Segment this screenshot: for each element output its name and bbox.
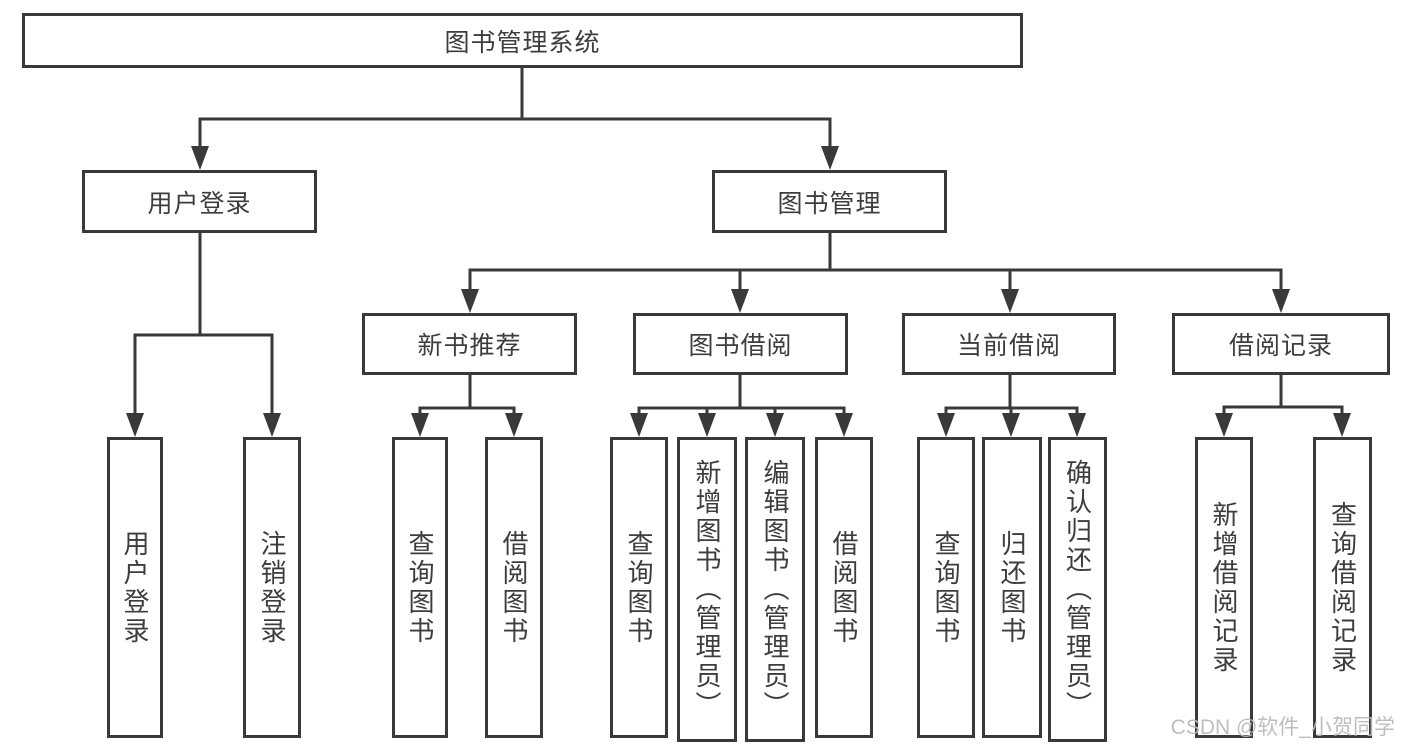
node-label: 编辑图书（管理员） <box>760 459 790 720</box>
node-label: 新增图书（管理员） <box>692 459 722 720</box>
node-new-book-recommendation: 新书推荐 <box>362 313 577 375</box>
node-label: 借阅记录 <box>1228 332 1333 360</box>
leaf-query-borrow-record: 查询借阅记录 <box>1313 437 1372 738</box>
node-label: 用户登录 <box>120 529 150 646</box>
node-label: 查询图书 <box>931 529 961 646</box>
leaf-query-books-current: 查询图书 <box>917 437 975 738</box>
leaf-logout-login: 注销登录 <box>243 437 301 738</box>
leaf-query-books-recommend: 查询图书 <box>392 437 448 738</box>
leaf-user-login: 用户登录 <box>107 437 163 738</box>
node-label: 注销登录 <box>257 529 287 646</box>
csdn-watermark: CSDN @软件_小贺同学 <box>1170 716 1395 739</box>
leaf-edit-books-admin: 编辑图书（管理员） <box>745 437 805 742</box>
node-label: 图书管理 <box>777 189 882 218</box>
node-book-borrowing: 图书借阅 <box>633 313 848 375</box>
leaf-query-books-borrow: 查询图书 <box>610 437 668 738</box>
node-label: 当前借阅 <box>956 332 1061 360</box>
node-book-management: 图书管理 <box>712 170 947 233</box>
node-label: 用户登录 <box>147 189 252 218</box>
node-label: 查询图书 <box>405 529 435 646</box>
node-current-borrowing: 当前借阅 <box>902 313 1116 375</box>
node-label: 借阅图书 <box>499 529 529 646</box>
node-label: 图书管理系统 <box>444 28 601 57</box>
leaf-confirm-return-admin: 确认归还（管理员） <box>1048 437 1107 742</box>
node-label: 查询借阅记录 <box>1327 500 1358 675</box>
node-label: 新书推荐 <box>417 332 522 360</box>
node-label: 归还图书 <box>997 529 1027 646</box>
leaf-borrow-books-recommend: 借阅图书 <box>485 437 543 738</box>
node-label: 确认归还（管理员） <box>1062 459 1093 720</box>
leaf-borrow-books: 借阅图书 <box>815 437 873 738</box>
leaf-return-books: 归还图书 <box>982 437 1042 738</box>
leaf-add-borrow-record: 新增借阅记录 <box>1195 437 1253 738</box>
node-label: 新增借阅记录 <box>1209 500 1239 675</box>
node-root-library-system: 图书管理系统 <box>22 13 1023 68</box>
node-label: 图书借阅 <box>688 332 793 360</box>
node-label: 查询图书 <box>624 529 654 646</box>
leaf-add-books-admin: 新增图书（管理员） <box>677 437 737 742</box>
node-borrowing-records: 借阅记录 <box>1172 313 1390 375</box>
node-user-login: 用户登录 <box>82 170 317 233</box>
node-label: 借阅图书 <box>829 529 859 646</box>
